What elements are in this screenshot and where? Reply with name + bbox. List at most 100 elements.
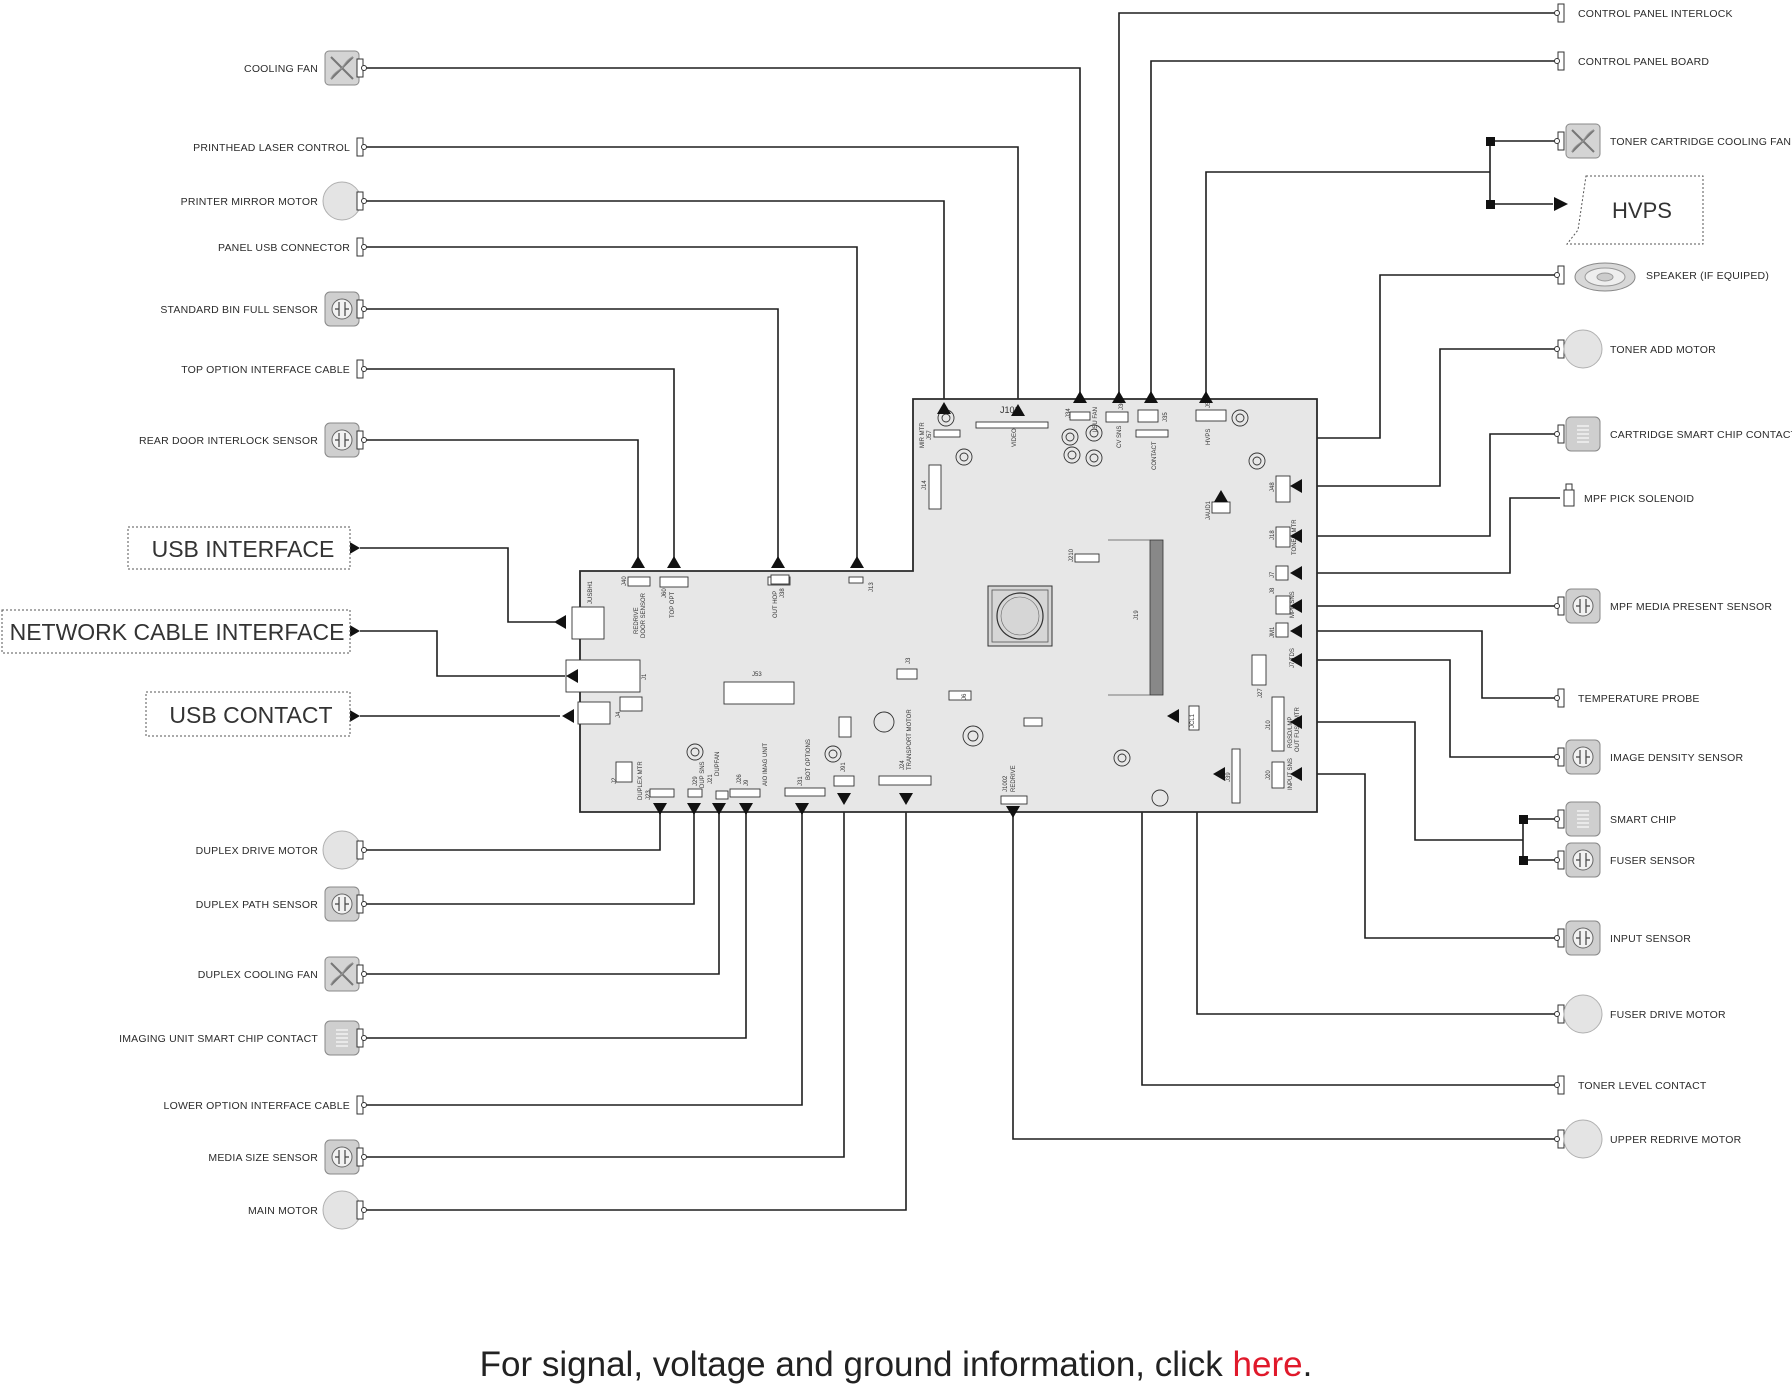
network-cable-interface-label: NETWORK CABLE INTERFACE: [10, 619, 345, 645]
component-duplex-cooling-fan: DUPLEX COOLING FAN: [198, 956, 367, 992]
board-label: OUT FUSE MTR: [1295, 706, 1301, 752]
solenoid-icon: [1563, 483, 1575, 507]
board-label: J2: [612, 777, 618, 784]
board-label: AIO IMAG UNIT: [763, 743, 769, 786]
motor-icon: [322, 830, 362, 870]
board-label: REDRIVE: [634, 607, 640, 634]
wire-printhead-laser-control: [365, 146, 1019, 408]
sensor-icon: [1565, 588, 1601, 624]
board-label: J91: [841, 762, 847, 772]
component-label: FUSER SENSOR: [1610, 855, 1695, 867]
wire-main-motor: [365, 796, 907, 1211]
component-label: INPUT SENSOR: [1610, 933, 1691, 945]
board-label: LSU FAN: [1093, 407, 1099, 432]
component-fuser-drive-motor: FUSER DRIVE MOTOR: [1554, 994, 1726, 1034]
component-control-panel-board: CONTROL PANEL BOARD: [1554, 51, 1709, 71]
fan-icon: [324, 956, 360, 992]
board-label: HVPS: [1206, 429, 1212, 445]
board-label: J1002: [1003, 775, 1009, 792]
board-label: REDRIVE: [1011, 765, 1017, 792]
chip-icon: [324, 1020, 360, 1056]
board-label: J7 TDS: [1290, 648, 1296, 668]
sensor-icon: [324, 422, 360, 458]
left-components: COOLING FAN PRINTHEAD LASER CONTROL PRINTE…: [119, 50, 367, 1230]
board-label: J10: [1266, 720, 1272, 730]
junctions: [1486, 137, 1528, 865]
usb-port: [571, 606, 605, 640]
component-temperature-probe: TEMPERATURE PROBE: [1554, 688, 1700, 708]
board-label: J24: [900, 760, 906, 770]
component-smart-chip: SMART CHIP: [1554, 801, 1676, 837]
component-image-density-sensor: IMAGE DENSITY SENSOR: [1554, 739, 1744, 775]
component-label: TONER CARTRIDGE COOLING FAN: [1610, 136, 1791, 148]
board-label: J34: [1066, 408, 1072, 418]
component-duplex-path-sensor: DUPLEX PATH SENSOR: [196, 886, 367, 922]
sensor-icon: [324, 886, 360, 922]
chip-icon: [1565, 801, 1601, 837]
sensor-icon: [1565, 739, 1601, 775]
board-label: TRANSPORT MOTOR: [907, 709, 913, 770]
board-label: J6: [962, 693, 968, 700]
board-label: J38: [780, 588, 786, 598]
component-standard-bin-full-sensor: STANDARD BIN FULL SENSOR: [160, 291, 367, 327]
board-label: CV SNS: [1117, 426, 1123, 448]
component-fuser-sensor: FUSER SENSOR: [1554, 842, 1695, 878]
component-cooling-fan: COOLING FAN: [244, 50, 367, 86]
board-label: DUP SNS: [700, 761, 706, 788]
component-duplex-drive-motor: DUPLEX DRIVE MOTOR: [196, 830, 367, 870]
board-label: J4: [616, 711, 622, 718]
component-label: TONER LEVEL CONTACT: [1578, 1080, 1707, 1092]
boxed-interfaces: USB INTERFACE NETWORK CABLE INTERFACE US…: [1, 175, 1704, 737]
wire-image-density-sensor: [1300, 659, 1555, 758]
board-label: JUSBH1: [588, 580, 594, 604]
component-rear-door-interlock-sensor: REAR DOOR INTERLOCK SENSOR: [139, 422, 367, 458]
board-label: MIR MTR: [920, 422, 926, 448]
component-cartridge-smart-chip-contact: CARTRIDGE SMART CHIP CONTACT: [1554, 416, 1792, 452]
component-label: MPF MEDIA PRESENT SENSOR: [1610, 601, 1772, 613]
motor-icon: [322, 1190, 362, 1230]
wire-duplex-drive-motor: [365, 806, 661, 851]
component-label: TEMPERATURE PROBE: [1578, 693, 1700, 705]
here-link[interactable]: here: [1232, 1345, 1303, 1384]
ethernet-port: [565, 659, 641, 693]
wire-lower-option-interface-cable: [365, 806, 803, 1106]
component-mpf-pick-solenoid: MPF PICK SOLENOID: [1563, 483, 1694, 507]
board-label: J210: [1069, 548, 1075, 562]
board-label: J48: [1270, 482, 1276, 492]
board-label: JM1: [1270, 626, 1276, 638]
board-label: J14: [922, 480, 928, 490]
board-label: J53: [752, 672, 762, 678]
component-label: CARTRIDGE SMART CHIP CONTACT: [1610, 429, 1792, 441]
wire-standard-bin-full-sensor: [365, 308, 779, 560]
component-label: PRINTER MIRROR MOTOR: [181, 196, 319, 208]
board-label: CONTACT: [1152, 441, 1158, 470]
component-label: PRINTHEAD LASER CONTROL: [193, 142, 350, 154]
connection-arrows: [348, 197, 1568, 818]
memory-slot: [1149, 539, 1164, 696]
component-mpf-media-present-sensor: MPF MEDIA PRESENT SENSOR: [1554, 588, 1772, 624]
component-imaging-unit-smart-chip-contact: IMAGING UNIT SMART CHIP CONTACT: [119, 1020, 367, 1056]
component-label: SMART CHIP: [1610, 814, 1676, 826]
board-label: J5: [1206, 401, 1212, 408]
board-label: J31: [798, 776, 804, 786]
wire-media-size-sensor: [365, 796, 845, 1158]
component-label: IMAGING UNIT SMART CHIP CONTACT: [119, 1033, 318, 1045]
board-label: J3: [906, 657, 912, 664]
component-media-size-sensor: MEDIA SIZE SENSOR: [208, 1139, 367, 1175]
component-label: IMAGE DENSITY SENSOR: [1610, 752, 1744, 764]
wire-upper-redrive-motor: [1012, 810, 1555, 1140]
board-label: J29: [693, 776, 699, 786]
board-label: J27: [1258, 688, 1264, 698]
board-label: J19: [1134, 610, 1140, 620]
motor-icon: [1563, 1119, 1603, 1159]
board-label: JCL1: [1190, 713, 1196, 728]
junction-dot: [1486, 137, 1495, 146]
component-label: CONTROL PANEL INTERLOCK: [1578, 8, 1733, 20]
board-label: J9: [744, 779, 750, 786]
component-top-option-interface-cable: TOP OPTION INTERFACE CABLE: [181, 359, 367, 379]
wire-mpf-pick-solenoid: [1300, 497, 1560, 574]
junction-dot: [1519, 815, 1528, 824]
hvps-label: HVPS: [1612, 198, 1672, 223]
board-label: J21: [708, 774, 714, 784]
